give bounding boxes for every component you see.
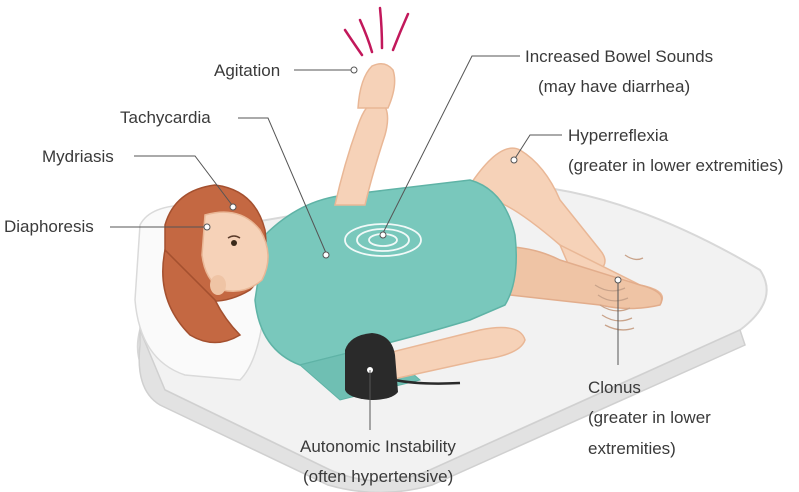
label-hyperreflexia-note: (greater in lower extremities) — [568, 156, 783, 175]
label-bowel-sounds-note: (may have diarrhea) — [538, 77, 690, 96]
label-diaphoresis: Diaphoresis — [4, 217, 94, 236]
label-bowel-sounds: Increased Bowel Sounds — [525, 47, 713, 66]
label-clonus-note-1: (greater in lower — [588, 408, 711, 427]
agitation-motion-lines-icon — [345, 8, 408, 55]
label-clonus: Clonus — [588, 378, 641, 397]
raised-arm — [335, 64, 395, 205]
label-tachycardia: Tachycardia — [120, 108, 211, 127]
label-autonomic-instability: Autonomic Instability — [300, 437, 456, 456]
label-hyperreflexia: Hyperreflexia — [568, 126, 669, 145]
label-clonus-note-2: extremities) — [588, 439, 676, 458]
label-mydriasis: Mydriasis — [42, 147, 114, 166]
label-autonomic-instability-note: (often hypertensive) — [303, 467, 453, 486]
label-agitation: Agitation — [214, 61, 280, 80]
